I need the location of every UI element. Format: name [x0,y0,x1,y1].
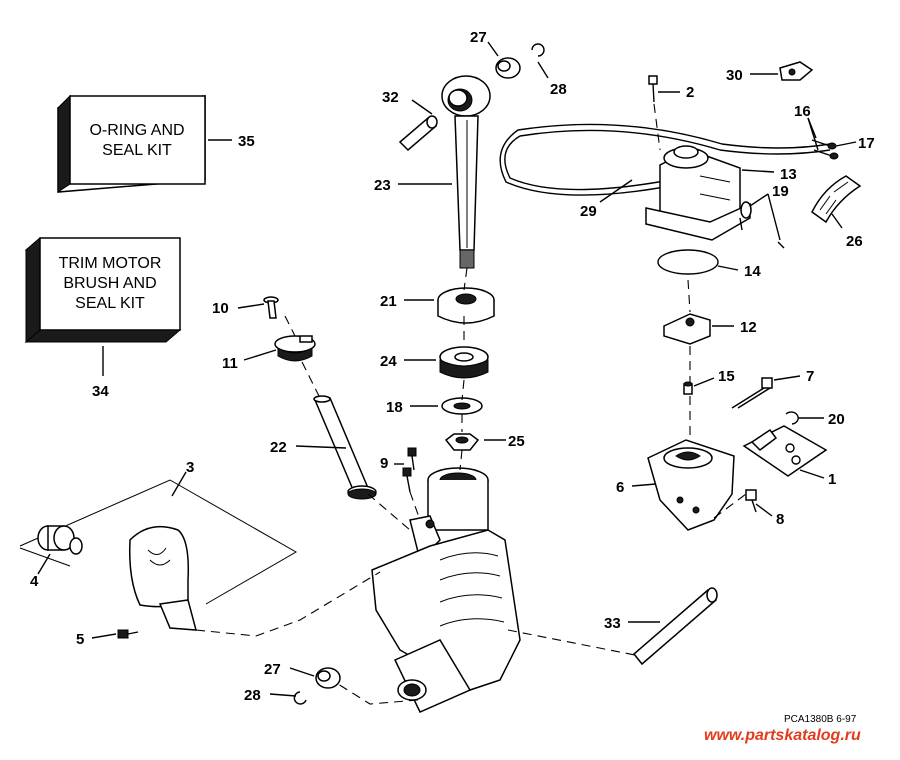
bushing-27-top-part [495,57,521,79]
sleeve-26-part [811,175,862,224]
cap-part [437,287,495,324]
plug-part [274,335,316,362]
connector-30-part [779,61,814,81]
callout-32: 32 [382,89,399,106]
motor-kit-label-line1: TRIM MOTOR [59,255,162,272]
bushing-27-bottom-part [315,667,341,689]
seal-kit-label-line2: SEAL KIT [102,142,172,159]
washer-part [441,397,483,415]
callout-23: 23 [374,177,391,194]
nut-part [444,433,480,451]
callout-30: 30 [726,67,743,84]
callout-25: 25 [508,433,525,450]
callout-12: 12 [740,319,757,336]
callout-15: 15 [718,368,735,385]
callout-7: 7 [806,368,814,385]
screw-part [263,296,279,319]
callout-17: 17 [858,135,875,152]
ring-28-bottom-part [293,691,307,705]
callout-33: 33 [604,615,621,632]
callout-27-bottom: 27 [264,661,281,678]
bushing-part [19,525,83,567]
drawing-code: PCA1380B 6-97 [784,714,857,725]
callout-16: 16 [794,103,811,120]
pin-33-part [632,587,718,666]
callout-10: 10 [212,300,229,317]
callout-19: 19 [772,183,789,200]
seal-kit-label-line1: O-RING AND [89,122,184,139]
callout-1: 1 [828,471,836,488]
callout-20: 20 [828,411,845,428]
reservoir-plane [19,479,298,605]
cover-12-part [663,313,711,345]
callout-29: 29 [580,203,597,220]
callout-21: 21 [380,293,397,310]
tube-part [313,395,377,500]
piston-rod-part [441,75,491,269]
callout-24: 24 [380,353,397,370]
callout-34: 34 [92,383,109,400]
trim-motor-part [645,145,751,241]
screw-15-part [683,381,693,395]
bolt-7-part [731,377,773,409]
callout-14: 14 [744,263,761,280]
trim-motor-kit-box: TRIM MOTOR BRUSH AND SEAL KIT [24,236,182,344]
screws-part [402,447,417,493]
callout-27-top: 27 [470,29,487,46]
callout-22: 22 [270,439,287,456]
callout-26: 26 [846,233,863,250]
cylinder-body-part [371,467,521,713]
screw-5-part [117,629,139,639]
callout-5: 5 [76,631,84,648]
ring-20-part [785,411,799,425]
callout-28-top: 28 [550,81,567,98]
o-ring-14-part [657,249,719,275]
wire-harness-part [499,123,831,196]
reservoir-part [128,525,197,631]
callout-8: 8 [776,511,784,528]
seal-part [439,346,489,379]
callout-11: 11 [222,355,238,372]
callout-18: 18 [386,399,403,416]
screw-2-part [648,75,658,103]
callout-3: 3 [186,459,194,476]
gasket-1-part [742,425,828,477]
pump-valve-body-6-part [647,439,735,531]
callout-labels: 1 2 3 4 5 6 7 8 9 10 11 12 13 14 15 16 1… [30,29,875,704]
motor-kit-label-line3: SEAL KIT [75,295,145,312]
seal-kit-box: O-RING AND SEAL KIT [56,94,206,193]
screw-8-part [745,489,757,513]
callout-13: 13 [780,166,797,183]
callout-4: 4 [30,573,39,590]
clip-19-part [739,201,785,249]
callout-35: 35 [238,133,255,150]
callout-9: 9 [380,455,388,472]
callout-28-bottom: 28 [244,687,261,704]
pin-part [398,115,438,152]
callout-2: 2 [686,84,694,101]
motor-kit-label-line2: BRUSH AND [63,275,156,292]
leader-lines [37,41,857,697]
watermark: www.partskatalog.ru [704,727,861,744]
callout-6: 6 [616,479,624,496]
assembly-lines [195,103,747,705]
ring-28-top-part [531,43,545,57]
